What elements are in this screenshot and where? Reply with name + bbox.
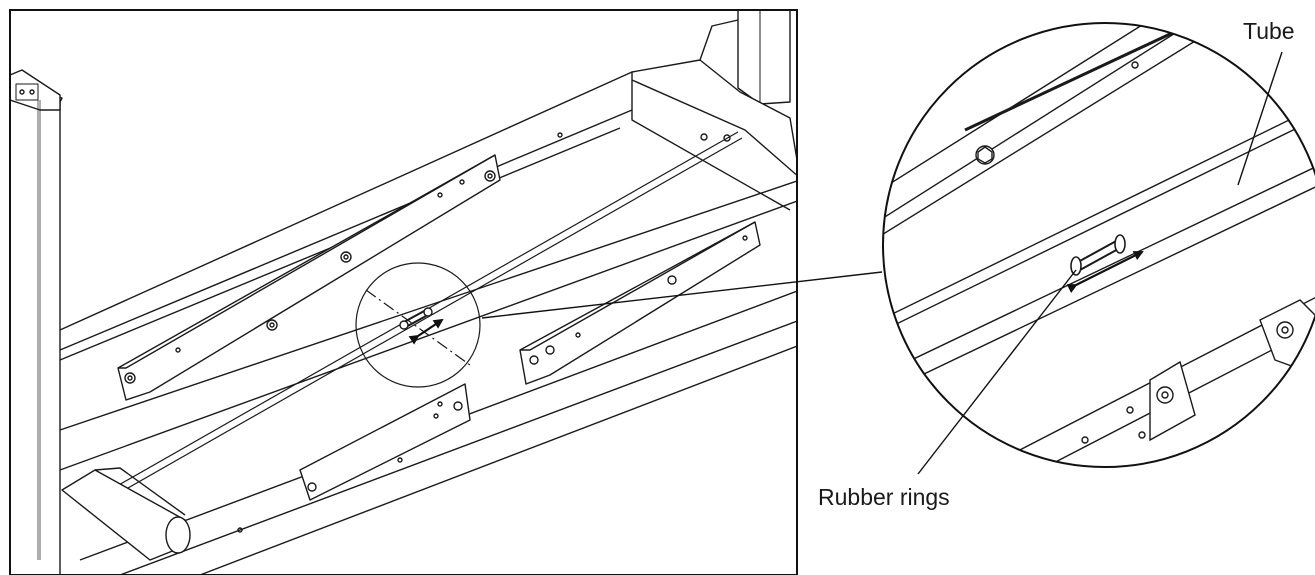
back-rail (59, 71, 633, 331)
rear-leg (737, 10, 791, 105)
tube-label: Tube (1243, 18, 1295, 44)
magnified-view (883, 23, 1315, 467)
detail-circle-small (355, 262, 481, 388)
rubber-ring-right (1114, 234, 1126, 254)
bracket-magnified (1149, 360, 1196, 442)
tube-magnified (883, 99, 1315, 321)
front-rail (59, 180, 797, 431)
slide-arrow (1066, 251, 1144, 294)
rubber-ring-left (1070, 256, 1082, 276)
magnify-leader-line (481, 271, 883, 319)
overview-drawing (10, 10, 797, 575)
motor (61, 469, 186, 561)
tube-leader-line (1237, 51, 1283, 186)
front-bracket-right (519, 221, 761, 385)
front-leg (10, 94, 61, 575)
rubber-rings-leader-line (917, 269, 1077, 475)
detail-circle-large (882, 22, 1315, 468)
front-bracket-lower (299, 383, 471, 501)
rubber-rings-label: Rubber rings (818, 484, 950, 510)
centerline-small (365, 289, 471, 366)
overview-frame (9, 9, 798, 575)
rear-plate (631, 59, 797, 177)
